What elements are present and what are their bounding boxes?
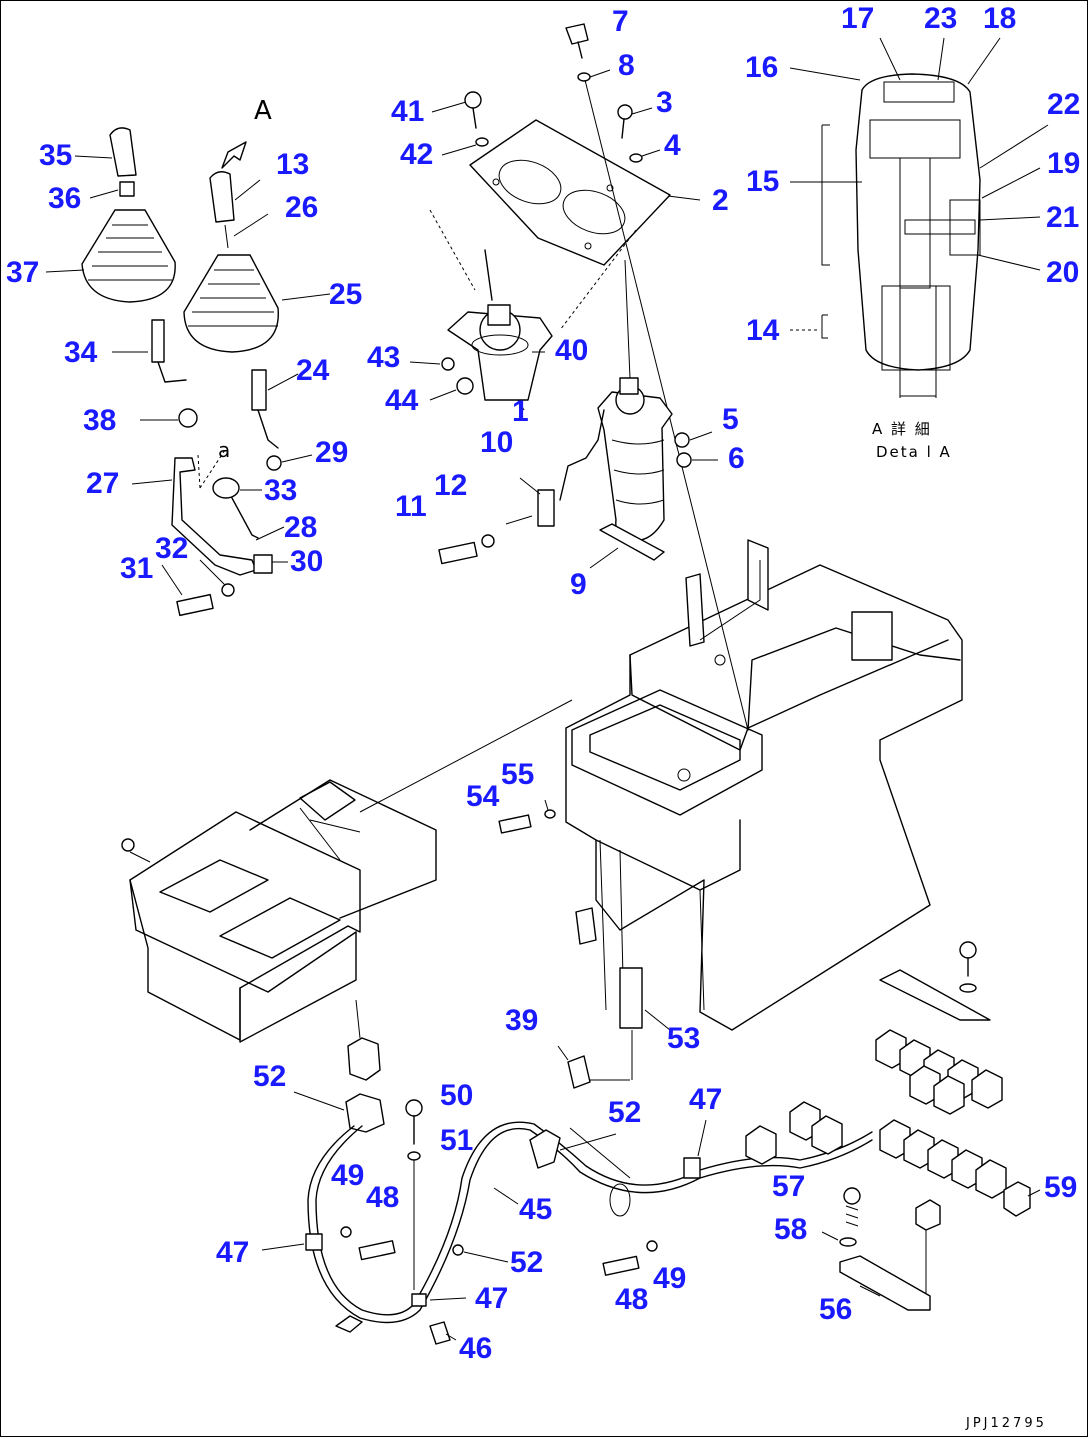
callout-27: 27 <box>86 467 120 500</box>
relay-block <box>745 941 1041 1311</box>
callout-49a: 49 <box>331 1159 365 1192</box>
callout-47a: 47 <box>689 1083 723 1116</box>
callout-2: 2 <box>712 184 729 217</box>
callout-53: 53 <box>667 1022 701 1055</box>
callout-21: 21 <box>1046 201 1080 234</box>
callout-48b: 48 <box>615 1283 649 1316</box>
callout-20: 20 <box>1046 256 1080 289</box>
callout-44: 44 <box>385 384 419 417</box>
callout-9: 9 <box>570 568 587 601</box>
detail-a-title-en: Deta l A <box>876 443 952 461</box>
right-lever-assembly <box>183 141 331 574</box>
callout-54: 54 <box>466 780 500 813</box>
callout-34: 34 <box>64 336 98 369</box>
console-frame <box>359 539 963 1080</box>
left-lever-assembly <box>45 127 257 617</box>
callout-29: 29 <box>315 436 349 469</box>
callout-40: 40 <box>555 334 589 367</box>
callout-24: 24 <box>296 354 330 387</box>
callout-12: 12 <box>434 469 468 502</box>
callout-17: 17 <box>841 2 875 35</box>
callout-4: 4 <box>664 129 681 162</box>
callout-14: 14 <box>746 314 780 347</box>
callout-36: 36 <box>48 182 82 215</box>
callout-59: 59 <box>1044 1171 1078 1204</box>
callout-39: 39 <box>505 1004 539 1037</box>
callout-18: 18 <box>983 2 1017 35</box>
detail-a-title-jp: A 詳 細 <box>872 420 932 438</box>
callout-26: 26 <box>285 191 319 224</box>
view-a-label: A <box>254 96 274 126</box>
callout-33: 33 <box>264 474 298 507</box>
callout-47c: 47 <box>475 1282 509 1315</box>
callout-7: 7 <box>612 5 629 38</box>
callout-37: 37 <box>6 256 40 289</box>
callout-52c: 52 <box>510 1246 544 1279</box>
callout-41: 41 <box>391 95 425 128</box>
callout-52b: 52 <box>608 1096 642 1129</box>
callout-25: 25 <box>329 278 363 311</box>
callout-32: 32 <box>155 532 189 565</box>
callout-5: 5 <box>722 403 739 436</box>
callout-57: 57 <box>772 1170 806 1203</box>
wiring-harness <box>261 941 1041 1345</box>
callout-3: 3 <box>656 86 673 119</box>
callout-58: 58 <box>774 1213 808 1246</box>
callout-31: 31 <box>120 552 154 585</box>
callout-15: 15 <box>746 165 780 198</box>
view-a-arrow-label: a <box>218 438 233 462</box>
callout-16: 16 <box>745 51 779 84</box>
callout-8: 8 <box>618 49 635 82</box>
callout-1: 1 <box>512 395 529 428</box>
callout-48a: 48 <box>366 1181 400 1214</box>
callout-43: 43 <box>367 341 401 374</box>
callout-45: 45 <box>519 1193 553 1226</box>
drawing-number: JPJ12795 <box>966 1416 1047 1431</box>
callout-35: 35 <box>39 139 73 172</box>
callout-10: 10 <box>480 426 514 459</box>
callout-28: 28 <box>284 511 318 544</box>
callout-51: 51 <box>440 1124 474 1157</box>
callout-50: 50 <box>440 1079 474 1112</box>
callout-23: 23 <box>924 2 958 35</box>
callout-13: 13 <box>276 148 310 181</box>
callout-46: 46 <box>459 1332 493 1365</box>
callout-56: 56 <box>819 1293 853 1326</box>
callout-6: 6 <box>728 442 745 475</box>
callout-30: 30 <box>290 545 324 578</box>
callout-19: 19 <box>1047 147 1081 180</box>
callout-42: 42 <box>400 138 434 171</box>
callout-47b: 47 <box>216 1236 250 1269</box>
callout-38: 38 <box>83 404 117 437</box>
left-console-cover <box>121 779 437 1043</box>
callout-55: 55 <box>501 758 535 791</box>
callout-49b: 49 <box>653 1262 687 1295</box>
ppc-valve-assembly <box>409 23 749 731</box>
callout-22: 22 <box>1047 88 1081 121</box>
detail-a-knob <box>789 37 1049 398</box>
callout-11: 11 <box>395 490 427 523</box>
callout-52a: 52 <box>253 1060 287 1093</box>
